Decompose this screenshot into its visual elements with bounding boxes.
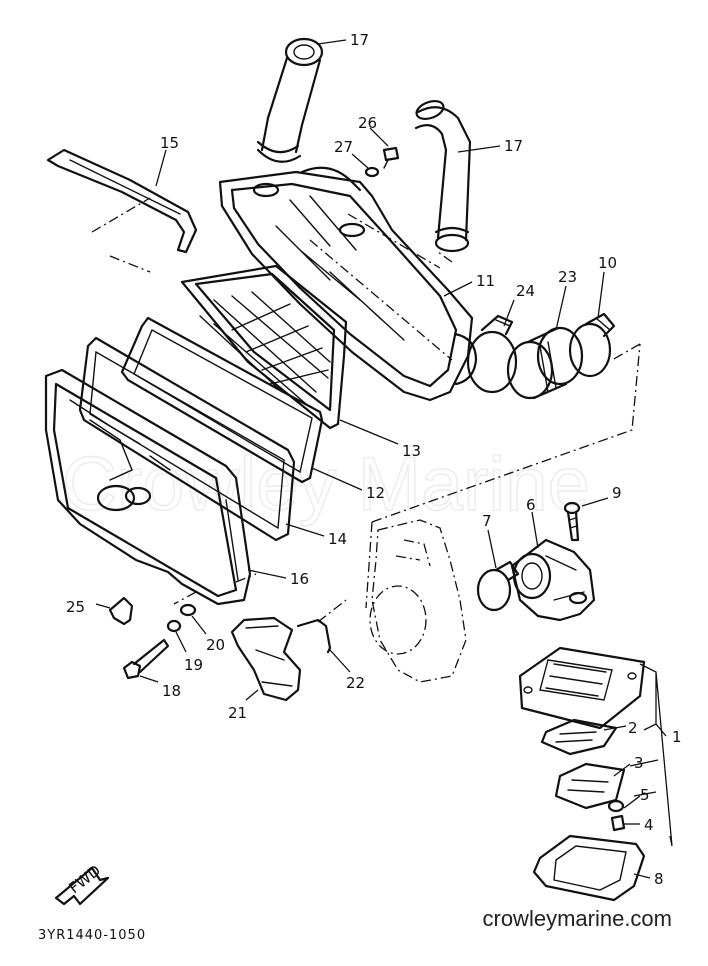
diagram-code: 3YR1440-1050	[38, 928, 147, 943]
callout-13[interactable]: 13	[402, 442, 421, 460]
callout-5[interactable]: 5	[640, 786, 650, 804]
reed-valve-plate[interactable]	[518, 646, 646, 730]
intake-hose-17-right[interactable]	[414, 98, 472, 253]
callout-25[interactable]: 25	[66, 598, 85, 616]
joint-6[interactable]	[510, 538, 596, 622]
screw-4[interactable]	[610, 814, 626, 832]
callout-2[interactable]: 2	[628, 719, 638, 737]
callout-17b[interactable]: 17	[504, 137, 523, 155]
assembly-lines	[91, 197, 641, 623]
callout-9[interactable]: 9	[612, 484, 622, 502]
reed-2[interactable]	[540, 718, 618, 756]
carburetor-outline	[369, 519, 467, 683]
leader-lines	[95, 39, 673, 879]
callout-8[interactable]: 8	[654, 870, 664, 888]
callout-15[interactable]: 15	[160, 134, 179, 152]
duct-21[interactable]	[230, 616, 302, 702]
strap-15[interactable]	[46, 148, 198, 254]
site-label: crowleymarine.com	[482, 906, 673, 931]
collar-19[interactable]	[166, 619, 182, 633]
callout-4[interactable]: 4	[644, 816, 654, 834]
callout-18[interactable]: 18	[162, 682, 181, 700]
callout-24[interactable]: 24	[516, 282, 535, 300]
callout-16[interactable]: 16	[290, 570, 309, 588]
screw-26[interactable]	[382, 146, 400, 169]
callout-14[interactable]: 14	[328, 530, 347, 548]
callout-26[interactable]: 26	[358, 114, 377, 132]
washer-20[interactable]	[179, 603, 197, 617]
clip-25[interactable]	[108, 596, 134, 626]
callout-27[interactable]: 27	[334, 138, 353, 156]
callout-10[interactable]: 10	[598, 254, 617, 272]
screw-9[interactable]	[563, 501, 581, 542]
callout-12[interactable]: 12	[366, 484, 385, 502]
callout-19[interactable]: 19	[184, 656, 203, 674]
washer-27[interactable]	[364, 166, 380, 178]
washer-5[interactable]	[607, 799, 625, 813]
callouts: 17 17 26 27 15 11 24 23 10 13 12 14 16 9…	[66, 31, 682, 888]
fwd-label: FWD	[65, 861, 104, 897]
callout-17a[interactable]: 17	[350, 31, 369, 49]
clamp-10[interactable]	[568, 312, 616, 378]
fwd-arrow-icon: FWD	[54, 861, 110, 906]
callout-21[interactable]: 21	[228, 704, 247, 722]
clamp-24[interactable]	[466, 314, 518, 394]
filter-element-13[interactable]	[180, 264, 348, 430]
callout-23[interactable]: 23	[558, 268, 577, 286]
gasket-12[interactable]	[120, 316, 324, 484]
callout-3[interactable]: 3	[634, 754, 644, 772]
bolt-18[interactable]	[122, 638, 170, 680]
case-cap-16[interactable]	[44, 368, 252, 606]
joint-23[interactable]	[506, 326, 584, 400]
air-cleaner-case-11[interactable]	[218, 166, 478, 402]
intake-hose-17-left[interactable]	[256, 37, 324, 163]
callout-7[interactable]: 7	[482, 512, 492, 530]
callout-22[interactable]: 22	[346, 674, 365, 692]
gasket-8[interactable]	[532, 834, 646, 902]
band-22[interactable]	[296, 618, 332, 654]
seal-14[interactable]	[78, 336, 296, 542]
callout-20[interactable]: 20	[206, 636, 225, 654]
callout-11[interactable]: 11	[476, 272, 495, 290]
callout-1[interactable]: 1	[672, 728, 682, 746]
callout-6[interactable]: 6	[526, 496, 536, 514]
